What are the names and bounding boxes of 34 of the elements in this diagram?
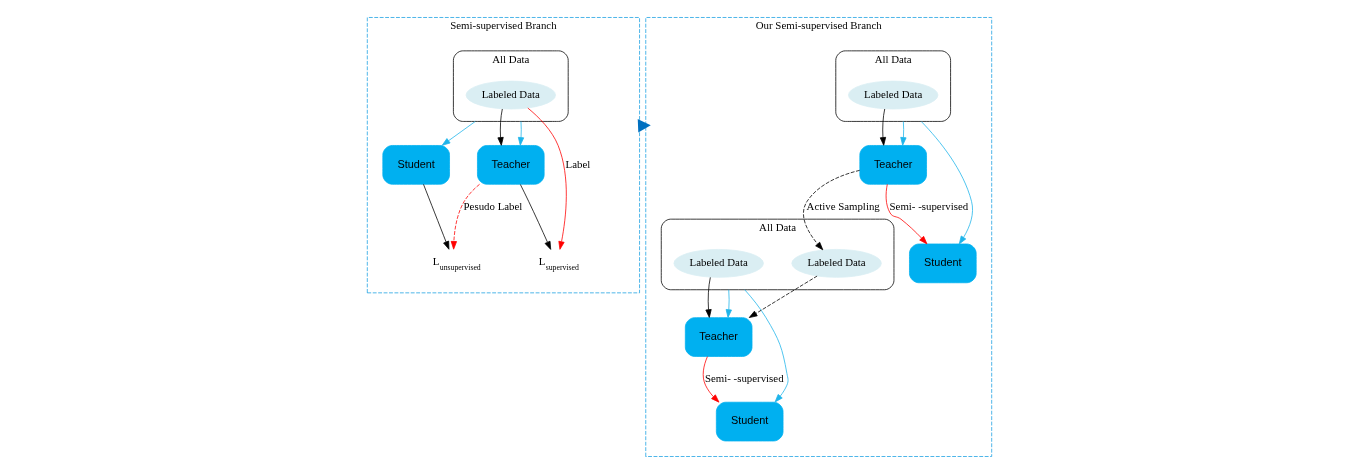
node-box: Student	[715, 401, 783, 442]
arrow	[441, 121, 476, 146]
node-ellipse: Labeled Data	[465, 80, 556, 110]
arrow	[450, 183, 480, 250]
arrow	[702, 356, 719, 403]
arrow	[526, 107, 567, 250]
edge-label: Active Sampling	[806, 200, 880, 213]
arrow	[920, 121, 973, 245]
arrow	[725, 289, 732, 318]
arrow	[497, 108, 504, 146]
arrow	[802, 169, 860, 251]
node-ellipse: Labeled Data	[790, 249, 882, 278]
arrow	[899, 121, 906, 146]
edge-label: Label	[565, 157, 590, 170]
node-box: Teacher	[858, 145, 927, 185]
node-ellipse: Labeled Data	[847, 80, 938, 110]
node-box: Student	[381, 145, 450, 185]
node-ellipse: Labeled Data	[673, 249, 764, 278]
arrow	[743, 289, 788, 403]
node-text: L$_{unsupervised}$	[432, 255, 481, 272]
arrow	[422, 183, 449, 250]
node-text: L$_{supervised}$	[538, 255, 579, 272]
arrow	[519, 184, 551, 250]
arrow	[885, 183, 927, 245]
arrow	[704, 277, 712, 318]
node-box: Teacher	[476, 145, 545, 185]
node-box: Student	[908, 243, 977, 284]
arrow	[517, 121, 524, 146]
edge-label: Semi- -supervised	[704, 372, 784, 385]
edge-label: Pesudo Label	[463, 200, 522, 213]
arrow	[879, 108, 886, 146]
edge-label: Semi- -supervised	[889, 200, 968, 213]
arrow	[748, 275, 817, 318]
node-box: Teacher	[684, 317, 752, 357]
